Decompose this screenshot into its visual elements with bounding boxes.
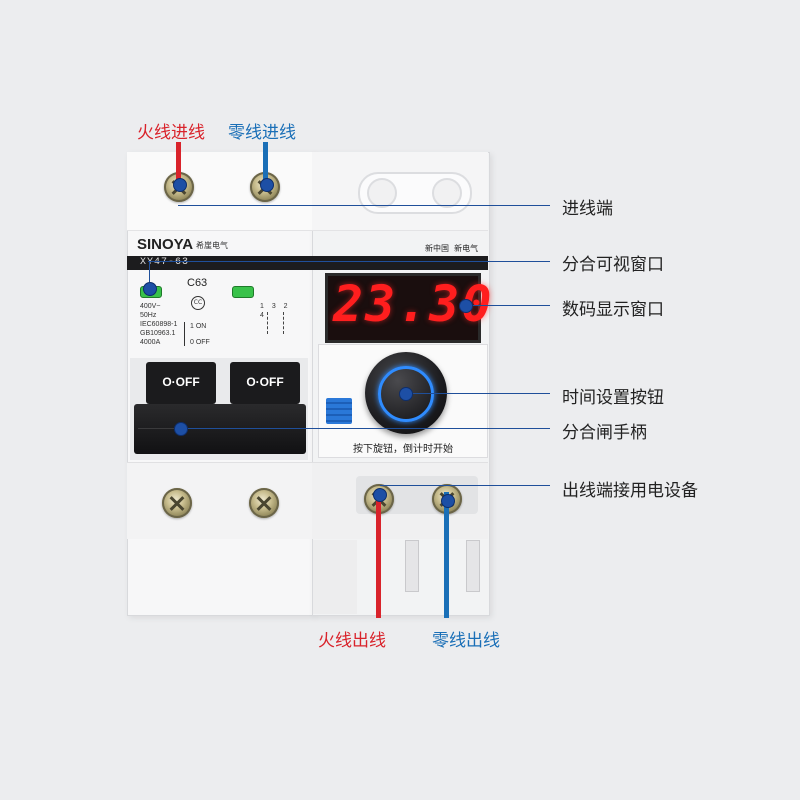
callout-handle: 分合闸手柄 — [562, 423, 647, 443]
brand-cn: 希崖电气 — [196, 241, 228, 250]
off-label: 0 OFF — [190, 339, 210, 346]
callout-window: 分合可视窗口 — [562, 255, 664, 275]
ccc-mark: CC — [191, 296, 205, 310]
switch-left-label: O·OFF — [162, 375, 200, 389]
terminal-marks: 1 3 2 4 — [260, 303, 288, 319]
display-readout: 23.30 — [333, 275, 494, 333]
breaker-bottom-screw-right[interactable] — [249, 488, 279, 518]
inlet-dot — [173, 178, 187, 192]
rating-label: C63 — [187, 277, 208, 289]
breaker-handle[interactable] — [134, 404, 306, 454]
switch-left-cap[interactable] — [146, 362, 216, 404]
on-label: 1 ON — [190, 323, 207, 330]
outlet-dot-live — [373, 488, 387, 502]
display-window — [325, 273, 481, 343]
knob-ring — [378, 366, 434, 422]
switch-right-cap[interactable] — [230, 362, 300, 404]
knob-instruction: 按下旋钮，倒计时开始 — [353, 444, 453, 455]
handle-dot — [174, 422, 188, 436]
neutral-out-label: 零线出线 — [432, 631, 500, 651]
callout-display-window: 数码显示窗口 — [562, 300, 664, 320]
brand-logo: SINOYA — [137, 236, 194, 253]
timer-brand: 新中国 新电气 — [425, 244, 479, 253]
live-in-label: 火线进线 — [137, 123, 205, 143]
outlet-dot-neutral — [441, 494, 455, 508]
spec-line-4: GB10963.1 — [140, 330, 176, 337]
status-window-right — [232, 286, 254, 298]
spec-line-3: IEC60898-1 — [140, 321, 178, 328]
breaker-bottom-screw-left[interactable] — [162, 488, 192, 518]
spec-line-2: 50Hz — [140, 312, 157, 319]
knob-dot — [399, 387, 413, 401]
spec-line-1: 400V~ — [140, 303, 161, 310]
model-label: XY47-63 — [140, 257, 190, 268]
callout-inlet-terminal: 进线端 — [562, 199, 613, 219]
live-out-label: 火线出线 — [318, 631, 386, 651]
callout-outlet: 出线端接用电设备 — [562, 481, 698, 501]
neutral-in-label: 零线进线 — [228, 123, 296, 143]
blue-indicator — [326, 398, 352, 424]
switch-right-label: O·OFF — [246, 375, 284, 389]
display-dot — [459, 299, 473, 313]
spec-line-5: 4000A — [140, 339, 161, 346]
window-dot — [143, 282, 157, 296]
model-bar — [127, 256, 488, 270]
callout-time-button: 时间设置按钮 — [562, 388, 664, 408]
